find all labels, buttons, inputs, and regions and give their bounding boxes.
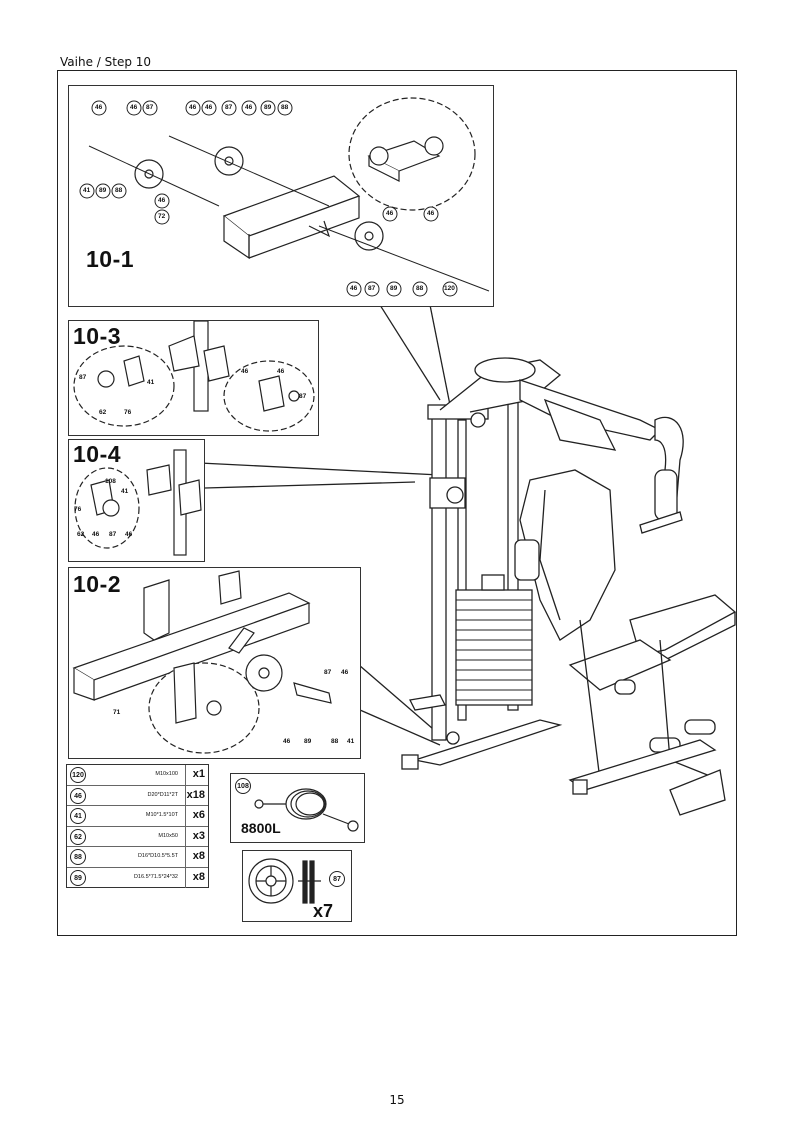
cable-length: 8800L <box>241 820 281 836</box>
callout-89: 89 <box>264 104 272 111</box>
callout-row-top: 46 46 87 46 46 87 46 89 88 <box>69 86 493 116</box>
part-spec: D20*D11*2T <box>147 791 178 798</box>
part-quantity: x8 <box>192 870 205 883</box>
callout-87: 87 <box>79 374 87 381</box>
panel-label-10-4: 10-4 <box>73 441 122 467</box>
callout-46: 46 <box>189 104 197 111</box>
cable-part-box: 108 8800L <box>230 773 365 843</box>
callout-120: 120 <box>444 285 455 292</box>
callout-46: 46 <box>95 104 103 111</box>
callout-41: 41 <box>121 488 129 495</box>
divider <box>185 785 186 805</box>
callout-62: 62 <box>77 531 85 538</box>
part-spec: M10x50 <box>158 832 178 839</box>
callout-46: 46 <box>386 210 394 217</box>
parts-row: 41 M10*1.5*10T x6 <box>67 806 208 827</box>
callout-87: 87 <box>368 285 376 292</box>
callout-88: 88 <box>331 738 339 745</box>
callout-62: 62 <box>99 409 107 416</box>
part-quantity: x1 <box>192 768 205 780</box>
callout-46: 46 <box>205 104 213 111</box>
panel-10-4-drawing <box>74 449 202 556</box>
callout-46: 46 <box>92 531 100 538</box>
part-spec: M10*1.5*10T <box>145 812 178 818</box>
panel-10-3-drawing <box>73 321 315 432</box>
panel-10-2-drawing <box>72 570 332 754</box>
parts-row: 89 D16.5*71.5*24*32 x8 <box>67 867 208 888</box>
parts-row: 62 M10x50 x3 <box>67 826 208 847</box>
callout-76: 76 <box>124 409 132 416</box>
callout-88: 88 <box>416 285 424 292</box>
callout-87: 87 <box>109 531 117 538</box>
callout-87: 87 <box>324 669 332 676</box>
panel-10-4: 10-4 108 41 76 62 46 87 46 <box>68 439 205 562</box>
panel-label-10-1: 10-1 <box>86 246 135 272</box>
part-quantity: x18 <box>186 788 205 801</box>
callout-71: 71 <box>113 709 121 716</box>
panel-10-1: 10-1 <box>68 85 494 307</box>
callout-72: 72 <box>158 213 166 220</box>
callout-89: 89 <box>304 738 312 745</box>
part-number: 87 <box>329 871 345 887</box>
cable-icon <box>254 788 359 832</box>
part-spec: D16*D10.5*5.5T <box>137 853 178 859</box>
divider <box>185 847 186 867</box>
callout-87: 87 <box>146 104 154 111</box>
part-number: 89 <box>70 869 86 886</box>
panel-label-10-3: 10-3 <box>73 323 122 349</box>
callout-46: 46 <box>130 104 138 111</box>
part-number: 62 <box>70 828 86 845</box>
callout-88: 88 <box>115 187 123 194</box>
divider <box>185 765 186 785</box>
part-number: 108 <box>235 778 251 794</box>
callout-46: 46 <box>245 104 253 111</box>
callout-46: 46 <box>158 197 166 204</box>
part-number: 120 <box>70 767 86 783</box>
callout-41: 41 <box>147 379 155 386</box>
callout-46: 46 <box>277 368 285 375</box>
part-quantity: x3 <box>192 829 205 842</box>
callout-76: 76 <box>74 506 82 513</box>
panel-10-1-drawing <box>79 97 490 297</box>
callout-46: 46 <box>283 738 291 745</box>
callout-89: 89 <box>99 187 107 194</box>
instruction-frame <box>57 70 737 936</box>
part-spec: M10x100 <box>155 771 178 777</box>
panel-10-3: 10-3 87 41 62 76 46 46 87 <box>68 320 319 436</box>
panel-label-10-2: 10-2 <box>73 571 122 597</box>
callout-87: 87 <box>225 104 233 111</box>
page-number: 15 <box>389 1093 405 1107</box>
callout-88: 88 <box>281 104 289 111</box>
callout-46: 46 <box>125 531 133 538</box>
divider <box>185 826 186 846</box>
callout-46: 46 <box>241 368 249 375</box>
part-quantity: x6 <box>192 809 205 821</box>
pulley-icon <box>248 858 321 904</box>
part-number: 88 <box>70 849 86 865</box>
part-quantity: x8 <box>192 850 205 862</box>
panel-10-2: 10-2 87 46 71 46 89 88 41 <box>68 567 361 759</box>
callout-41: 41 <box>83 187 91 194</box>
parts-table: 120 M10x100 x1 46 D20*D11*2T x18 41 M10*… <box>66 764 209 888</box>
callout-41: 41 <box>347 738 355 745</box>
parts-row: 88 D16*D10.5*5.5T x8 <box>67 847 208 868</box>
pulley-part-box: 87 x7 <box>242 850 352 922</box>
part-spec: D16.5*71.5*24*32 <box>133 873 178 880</box>
parts-row: 46 D20*D11*2T x18 <box>67 785 208 806</box>
step-title: Vaihe / Step 10 <box>60 55 152 69</box>
callout-46: 46 <box>350 285 358 292</box>
callout-46: 46 <box>427 210 435 217</box>
divider <box>185 867 186 888</box>
part-number: 41 <box>70 808 86 824</box>
callout-87: 87 <box>299 393 307 400</box>
divider <box>185 806 186 826</box>
pulley-quantity: x7 <box>313 901 334 921</box>
parts-row: 120 M10x100 x1 <box>67 765 208 786</box>
callout-108: 108 <box>105 478 116 485</box>
part-number: 46 <box>70 787 86 804</box>
callout-89: 89 <box>390 285 398 292</box>
callout-46: 46 <box>341 669 349 676</box>
